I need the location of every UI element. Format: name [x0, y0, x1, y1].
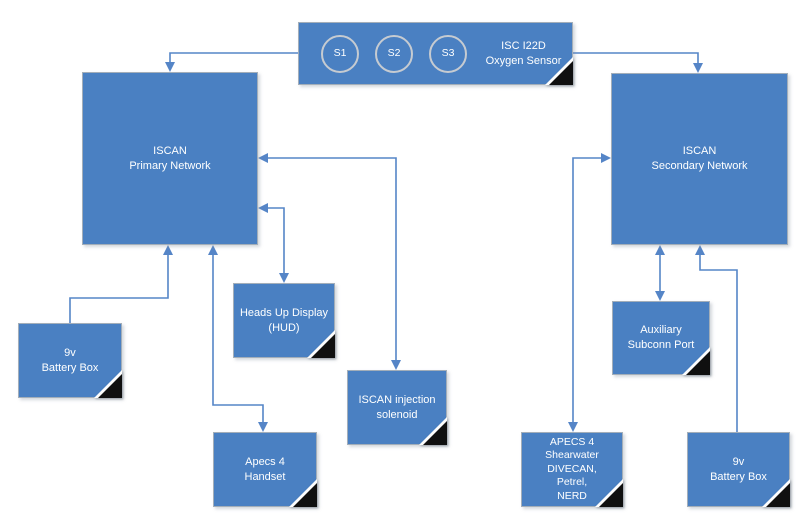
sensor-cell-s1: S1 — [321, 34, 359, 73]
node-iscan-secondary-network: ISCAN Secondary Network — [611, 73, 788, 245]
node-oxygen-sensor: S1 S2 S3 ISC I22D Oxygen Sensor — [298, 22, 573, 85]
node-label-apecs-shearwater: APECS 4 Shearwater DIVECAN, Petrel, NERD — [545, 435, 599, 502]
node-label-subconn: Auxiliary Subconn Port — [627, 324, 695, 351]
node-label-handset: Apecs 4 Handset — [244, 455, 286, 483]
node-heads-up-display: Heads Up Display (HUD) — [233, 283, 335, 358]
connector-secondary-apecs — [568, 153, 611, 432]
connector-primary-hud — [258, 203, 289, 283]
node-label-solenoid: ISCAN injection solenoid — [358, 393, 436, 421]
node-label-battery-left: 9v Battery Box — [41, 346, 99, 374]
node-label-primary-network: ISCAN Primary Network — [129, 144, 211, 172]
sensor-cell-s2: S2 — [375, 34, 413, 73]
connector-sensor-to-primary — [165, 52, 298, 72]
node-iscan-primary-network: ISCAN Primary Network — [82, 72, 258, 245]
node-battery-box-right: 9v Battery Box — [687, 432, 790, 507]
folded-corner-icon — [289, 479, 317, 507]
connector-battery-left-primary — [69, 245, 173, 323]
node-auxiliary-subconn-port: Auxiliary Subconn Port — [612, 301, 710, 375]
node-label-secondary-network: ISCAN Secondary Network — [651, 145, 748, 172]
node-apecs4-shearwater-divecan: APECS 4 Shearwater DIVECAN, Petrel, NERD — [521, 432, 623, 507]
node-label-oxygen-sensor: ISC I22D Oxygen Sensor — [485, 39, 562, 67]
node-label-hud: Heads Up Display (HUD) — [239, 306, 329, 334]
connector-sensor-to-secondary — [573, 52, 703, 73]
node-apecs4-handset: Apecs 4 Handset — [213, 432, 317, 507]
node-injection-solenoid: ISCAN injection solenoid — [347, 370, 447, 445]
node-battery-box-left: 9v Battery Box — [18, 323, 122, 398]
node-label-battery-right: 9v Battery Box — [710, 455, 767, 483]
connector-secondary-subconn — [655, 245, 665, 301]
sensor-cell-s3: S3 — [429, 34, 467, 73]
